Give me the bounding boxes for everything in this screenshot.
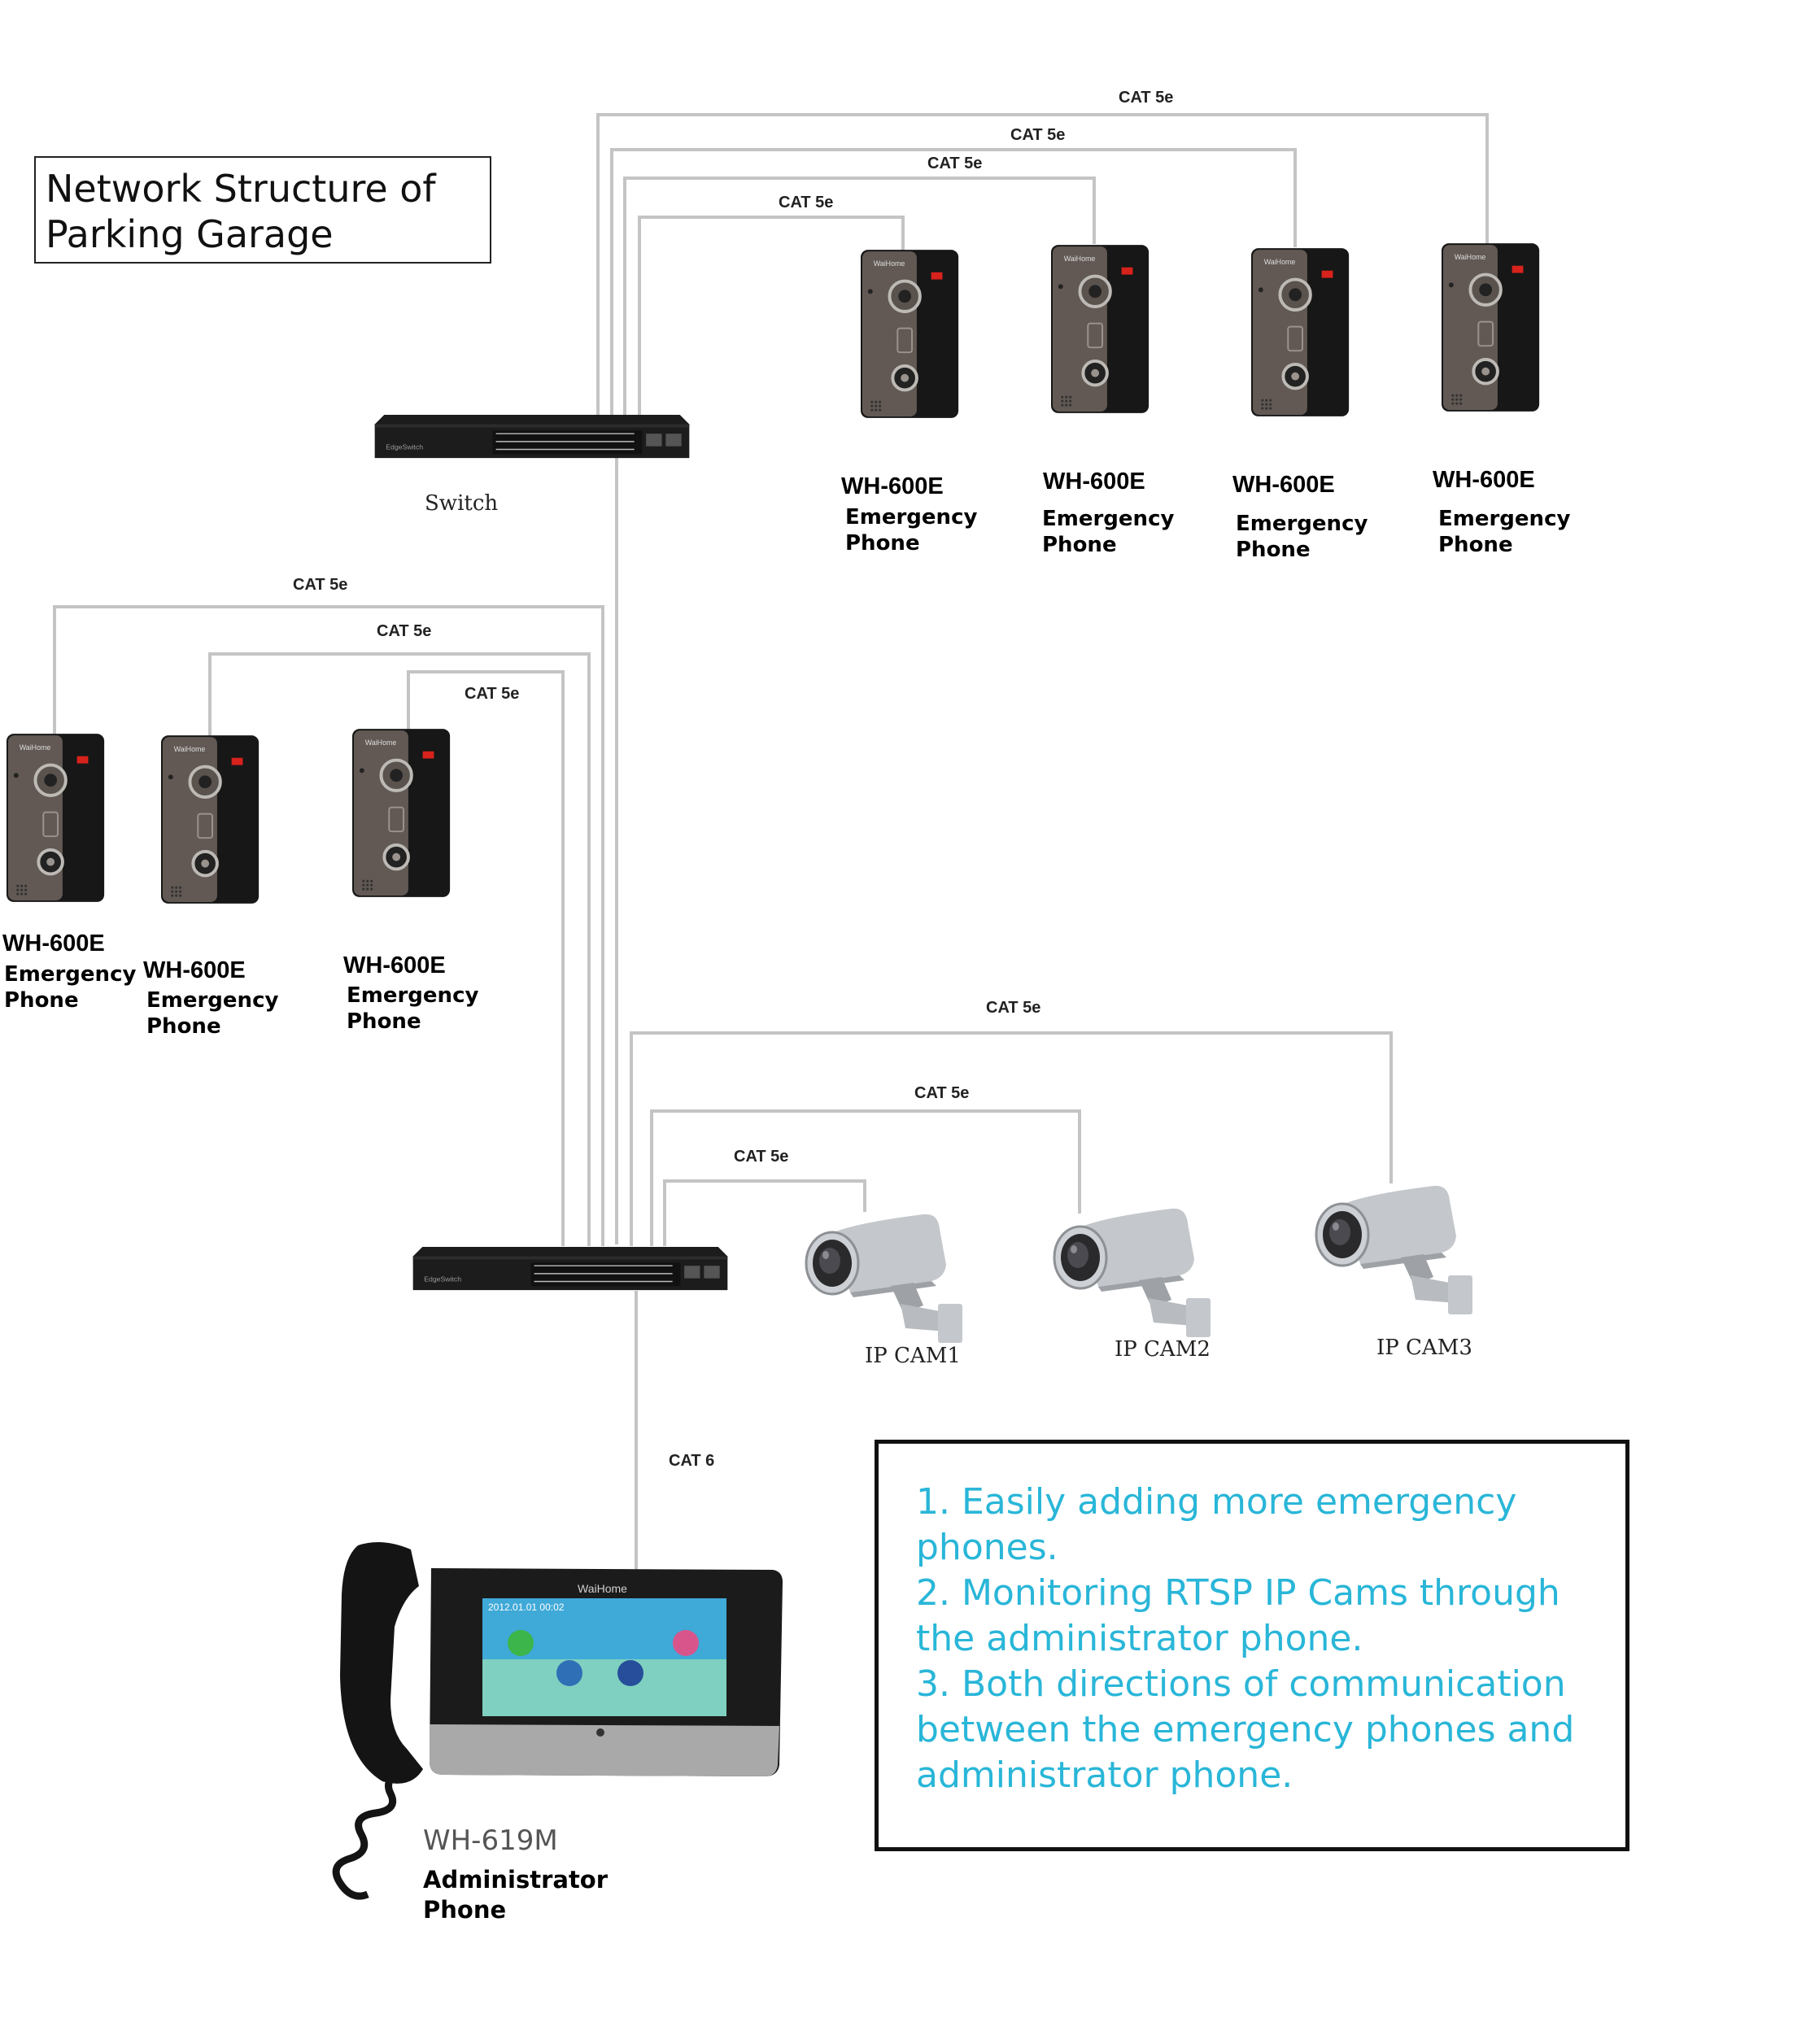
admin-phone-screen-date: 2012.01.01 00:02 <box>488 1602 565 1613</box>
camera-label-2: IP CAM2 <box>1115 1337 1211 1362</box>
title-line-1: Network Structure of <box>46 167 436 211</box>
admin-phone: WaiHome 2012.01.01 00:02 <box>332 1542 783 1900</box>
cable-cam-3 <box>630 1031 1393 1246</box>
cable-phone-4 <box>596 113 1489 441</box>
phone-role-6b: Phone <box>146 1014 221 1039</box>
cable-group <box>53 113 1489 1571</box>
admin-phone-cord <box>332 1765 408 1900</box>
phone-label-1: WH-600E Emergency Phone <box>841 473 977 556</box>
phone-model-2: WH-600E <box>1043 469 1145 495</box>
phone-role-5b: Phone <box>4 988 79 1013</box>
switch-bottom <box>412 1247 729 1291</box>
emergency-phone-3 <box>1251 247 1351 418</box>
cable-label-phone-7: CAT 5e <box>465 685 519 703</box>
cable-label-admin: CAT 6 <box>669 1452 714 1470</box>
feature-notes-box: 1. Easily adding more emergency phones. … <box>875 1440 1629 1851</box>
cable-label-phone-6: CAT 5e <box>377 622 431 640</box>
cable-label-phone-5: CAT 5e <box>293 576 347 594</box>
cable-label-phone-3: CAT 5e <box>1010 126 1065 144</box>
camera-label-3: IP CAM3 <box>1376 1336 1472 1360</box>
phone-label-6: WH-600E Emergency Phone <box>143 957 278 1039</box>
admin-screen-app-2 <box>556 1660 582 1686</box>
switch-label: Switch <box>425 491 498 516</box>
cable-label-phone-2: CAT 5e <box>927 155 982 172</box>
phone-label-7: WH-600E Emergency Phone <box>343 952 478 1034</box>
phone-label-3: WH-600E Emergency Phone <box>1232 472 1368 562</box>
note-line-1: 1. Easily adding more emergency <box>916 1481 1517 1523</box>
admin-screen-app-3 <box>617 1660 643 1686</box>
phone-label-5: WH-600E Emergency Phone <box>2 930 136 1013</box>
phone-role-6a: Emergency <box>146 988 278 1013</box>
ip-camera-3 <box>1315 1184 1474 1316</box>
phone-model-3: WH-600E <box>1232 472 1335 498</box>
cable-phone-5 <box>53 605 604 1246</box>
note-line-7: administrator phone. <box>916 1754 1293 1796</box>
cable-label-phone-4: CAT 5e <box>1119 89 1173 107</box>
admin-phone-role-1: Administrator <box>423 1866 609 1894</box>
phone-model-6: WH-600E <box>143 957 246 983</box>
emergency-phone-2 <box>1051 244 1151 415</box>
note-line-3: 2. Monitoring RTSP IP Cams through <box>916 1572 1560 1614</box>
admin-phone-model: WH-619M <box>423 1824 558 1857</box>
cable-cam-1 <box>663 1179 866 1246</box>
emergency-phone-4 <box>1442 242 1542 413</box>
phone-model-5: WH-600E <box>2 930 105 957</box>
note-line-2: phones. <box>916 1527 1058 1568</box>
phone-role-4a: Emergency <box>1438 507 1570 531</box>
cable-phone-3 <box>610 148 1297 441</box>
admin-screen-app-4 <box>673 1630 699 1656</box>
phone-role-1a: Emergency <box>845 505 977 530</box>
cable-label-cam-3: CAT 5e <box>986 999 1040 1017</box>
emergency-phone-1 <box>861 249 961 420</box>
emergency-phone-7 <box>352 728 452 899</box>
phone-role-1b: Phone <box>845 531 920 556</box>
admin-phone-role-2: Phone <box>423 1896 506 1924</box>
note-line-4: the administrator phone. <box>916 1618 1363 1659</box>
phone-model-1: WH-600E <box>841 473 944 499</box>
cable-label-phone-1: CAT 5e <box>779 194 833 211</box>
admin-phone-brand: WaiHome <box>578 1582 627 1595</box>
cable-phone-6 <box>208 652 591 1246</box>
phone-role-2b: Phone <box>1042 533 1117 557</box>
cable-phone-2 <box>623 177 1096 441</box>
emergency-phone-6 <box>161 734 261 905</box>
phone-role-7b: Phone <box>347 1009 421 1034</box>
ip-camera-2 <box>1053 1207 1212 1339</box>
phone-role-2a: Emergency <box>1042 507 1174 531</box>
phone-model-7: WH-600E <box>343 952 446 978</box>
cable-phone-1 <box>638 216 905 441</box>
admin-phone-handset <box>340 1542 423 1784</box>
phone-label-2: WH-600E Emergency Phone <box>1042 469 1174 557</box>
note-line-5: 3. Both directions of communication <box>916 1663 1566 1705</box>
cable-label-cam-2: CAT 5e <box>914 1084 969 1102</box>
phone-role-3a: Emergency <box>1236 512 1368 536</box>
diagram-title: Network Structure of Parking Garage <box>34 156 491 264</box>
cable-phone-7 <box>407 670 565 1246</box>
phone-role-7a: Emergency <box>347 983 478 1008</box>
emergency-phone-5 <box>7 733 107 904</box>
cable-label-cam-1: CAT 5e <box>734 1148 788 1166</box>
camera-label-1: IP CAM1 <box>865 1344 961 1368</box>
phone-model-4: WH-600E <box>1433 467 1535 493</box>
switch-top <box>373 415 691 459</box>
phone-role-4b: Phone <box>1438 533 1513 557</box>
note-line-6: between the emergency phones and <box>916 1709 1575 1750</box>
phone-role-5a: Emergency <box>4 962 136 987</box>
ip-camera-1 <box>805 1213 964 1345</box>
admin-screen-app-1 <box>508 1630 534 1656</box>
phone-role-3b: Phone <box>1236 538 1311 562</box>
phone-label-4: WH-600E Emergency Phone <box>1433 467 1570 557</box>
cable-cam-2 <box>650 1109 1081 1246</box>
title-line-2: Parking Garage <box>46 212 334 256</box>
